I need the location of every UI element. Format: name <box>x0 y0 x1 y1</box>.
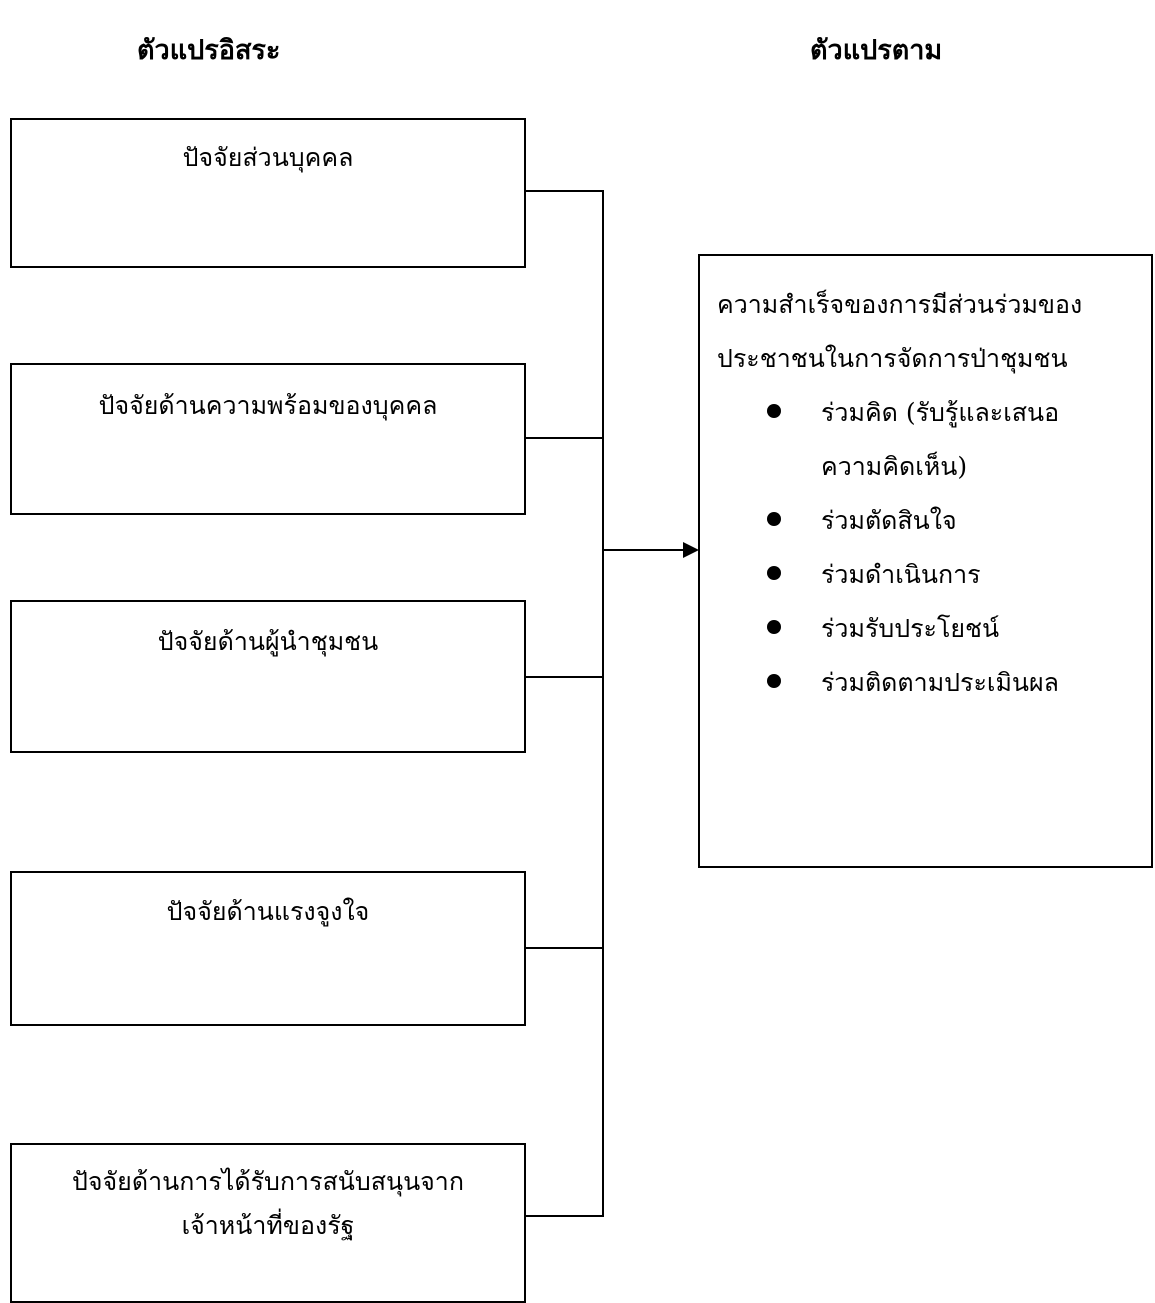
connector-line <box>524 676 604 678</box>
dependent-variable-box <box>698 254 1153 868</box>
arrow-line <box>602 549 684 551</box>
bullet-icon <box>767 512 781 526</box>
bullet-icon <box>767 566 781 580</box>
independent-variable-label: ปัจจัยด้านความพร้อมของบุคคล <box>98 391 438 420</box>
list-item: ร่วมรับประโยชน์ <box>767 602 1082 656</box>
participation-list: ร่วมคิด (รับรู้และเสนอ ความคิดเห็น) ร่วม… <box>767 386 1082 710</box>
independent-variable-box <box>10 363 526 515</box>
connector-line <box>524 190 604 192</box>
independent-variable-label: ปัจจัยส่วนบุคคล <box>182 143 354 172</box>
arrowhead-icon <box>683 542 699 558</box>
list-item: ร่วมคิด (รับรู้และเสนอ ความคิดเห็น) <box>767 386 1082 494</box>
bullet-icon <box>767 404 781 418</box>
list-item: ร่วมติดตามประเมินผล <box>767 656 1082 710</box>
independent-variable-box <box>10 118 526 268</box>
independent-variable-label: ปัจจัยด้านแรงจูงใจ <box>166 897 370 926</box>
connector-line <box>524 947 604 949</box>
dependent-variables-heading: ตัวแปรตาม <box>810 35 943 66</box>
bullet-icon <box>767 674 781 688</box>
independent-variable-label: ปัจจัยด้านผู้นำชุมชน <box>157 627 379 656</box>
bullet-icon <box>767 620 781 634</box>
connector-line <box>524 1215 604 1217</box>
independent-variable-label: ปัจจัยด้านการได้รับการสนับสนุนจาก เจ้าหน… <box>72 1167 464 1240</box>
dependent-variable-content: ความสำเร็จของการมีส่วนร่วมของ ประชาชนในก… <box>717 278 1082 710</box>
dependent-variable-title: ความสำเร็จของการมีส่วนร่วมของ ประชาชนในก… <box>717 290 1083 373</box>
list-item: ร่วมดำเนินการ <box>767 548 1082 602</box>
connector-line <box>524 437 604 439</box>
list-item: ร่วมตัดสินใจ <box>767 494 1082 548</box>
vertical-connector-line <box>602 190 604 1217</box>
independent-variables-heading: ตัวแปรอิสระ <box>137 35 281 66</box>
